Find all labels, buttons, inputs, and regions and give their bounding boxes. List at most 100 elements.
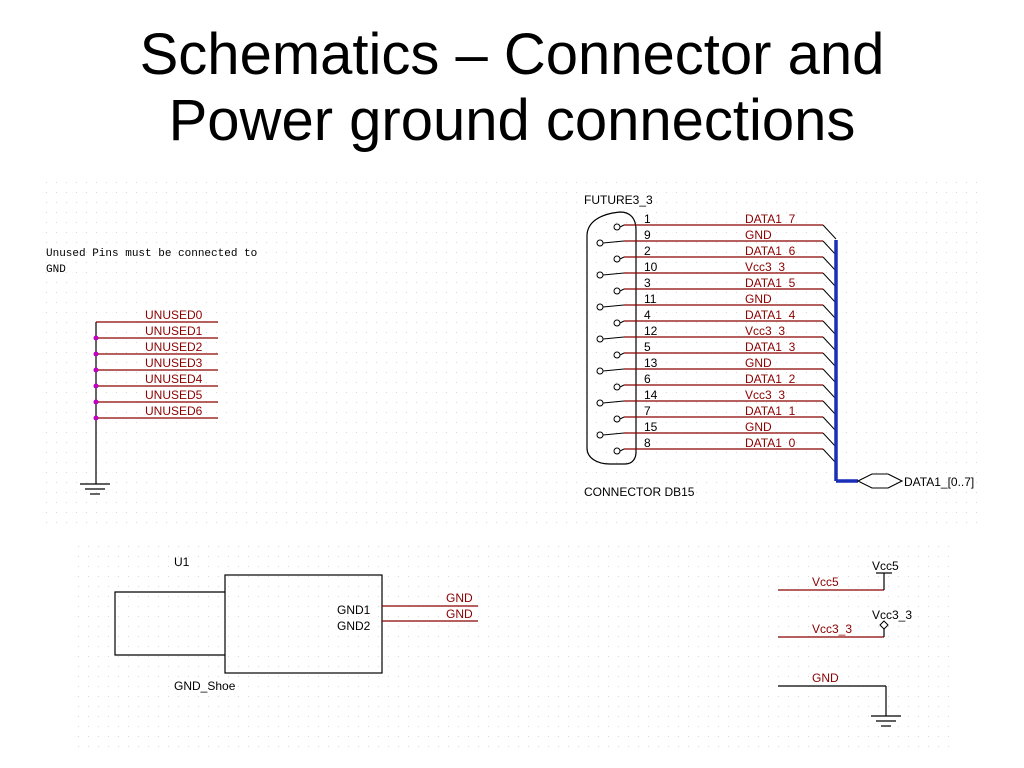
connector-db15-body bbox=[586, 211, 637, 465]
u1-pin-wires bbox=[382, 605, 478, 622]
connector-net-label: Vcc3_3 bbox=[745, 388, 785, 402]
connector-contact-circle bbox=[613, 255, 621, 263]
connector-pin-number: 11 bbox=[644, 292, 657, 306]
net-entry bbox=[822, 368, 837, 384]
connector-net-label: DATA1_3 bbox=[745, 340, 796, 354]
u1-net-gnd1-label: GND bbox=[446, 591, 473, 605]
u1-net-gnd2-label: GND bbox=[446, 607, 473, 621]
slide-title: Schematics – Connector and Power ground … bbox=[0, 22, 1024, 154]
bus-entry bbox=[822, 384, 837, 400]
connector-net-label: GND bbox=[745, 356, 772, 370]
connector-pin-number: 4 bbox=[644, 308, 651, 322]
vcc5-symbol-label: Vcc5 bbox=[872, 559, 899, 573]
connector-contact-circle bbox=[596, 239, 604, 247]
gnd-connection bbox=[778, 685, 887, 716]
u1-refdes: U1 bbox=[174, 555, 190, 569]
connector-pin-number: 5 bbox=[644, 340, 651, 354]
unused-junction-dot bbox=[93, 351, 99, 357]
connector-pin-number: 14 bbox=[644, 388, 658, 402]
unused-net-label: UNUSED4 bbox=[145, 372, 203, 386]
vcc33-net-label: Vcc3_3 bbox=[812, 622, 852, 636]
connector-pin-number: 1 bbox=[644, 212, 651, 226]
unused-net-label: UNUSED2 bbox=[145, 340, 203, 354]
vcc33-symbol-label: Vcc3_3 bbox=[872, 608, 912, 622]
connector-net-label: DATA1_7 bbox=[745, 212, 796, 226]
unused-junction-dot bbox=[93, 335, 99, 341]
connector-contact-lead bbox=[602, 240, 625, 244]
connector-contact-circle bbox=[613, 351, 621, 359]
connector-net-label: DATA1_4 bbox=[745, 308, 796, 322]
connector-contact-circle bbox=[613, 287, 621, 295]
connector-contact-lead bbox=[602, 336, 625, 340]
connector-pin-number: 2 bbox=[644, 244, 651, 258]
unused-junction-dot bbox=[93, 415, 99, 421]
connector-contact-circle bbox=[613, 447, 621, 455]
connector-contact-lead bbox=[602, 272, 625, 276]
connector-pin-number: 8 bbox=[644, 436, 651, 450]
connector-pin-number: 15 bbox=[644, 420, 658, 434]
connector-refdes: FUTURE3_3 bbox=[584, 193, 653, 207]
connector-contact-circle bbox=[596, 335, 604, 343]
note-line-2: GND bbox=[46, 264, 66, 276]
connector-net-label: Vcc3_3 bbox=[745, 260, 785, 274]
bus-entry bbox=[822, 320, 837, 336]
unused-junction-dot bbox=[93, 383, 99, 389]
connector-contact-lead bbox=[619, 320, 625, 324]
vcc5-net-label: Vcc5 bbox=[812, 575, 839, 589]
connector-net-label: DATA1_5 bbox=[745, 276, 796, 290]
connector-pin-number: 6 bbox=[644, 372, 651, 386]
gnd-ground-symbol bbox=[871, 715, 901, 727]
connector-net-label: GND bbox=[745, 420, 772, 434]
unused-net-label: UNUSED0 bbox=[145, 308, 203, 322]
connector-net-label: GND bbox=[745, 228, 772, 242]
unused-junction-dot bbox=[93, 367, 99, 373]
connector-contact-circle bbox=[613, 223, 621, 231]
slide-title-line-2: Power ground connections bbox=[168, 88, 856, 153]
connector-pin-number: 10 bbox=[644, 260, 658, 274]
bus-entry bbox=[822, 448, 837, 464]
connector-contact-circle bbox=[613, 319, 621, 327]
connector-contact-lead bbox=[619, 416, 625, 420]
unused-net-label: UNUSED6 bbox=[145, 404, 203, 418]
bus-port-symbol bbox=[856, 473, 904, 489]
connector-contact-lead bbox=[619, 448, 625, 452]
connector-contact-circle bbox=[596, 271, 604, 279]
connector-net-label: Vcc3_3 bbox=[745, 324, 785, 338]
connector-pin-number: 3 bbox=[644, 276, 651, 290]
bus-entry bbox=[822, 416, 837, 432]
connector-net-label: GND bbox=[745, 292, 772, 306]
connector-contact-lead bbox=[619, 256, 625, 260]
connector-net-label: DATA1_0 bbox=[745, 436, 796, 450]
connector-net-label: DATA1_1 bbox=[745, 404, 796, 418]
connector-contact-lead bbox=[602, 368, 625, 372]
unused-ground-symbol bbox=[80, 483, 110, 495]
bus-entry bbox=[822, 288, 837, 304]
u1-part-name: GND_Shoe bbox=[174, 679, 236, 693]
u1-body bbox=[114, 574, 383, 674]
connector-contact-lead bbox=[619, 384, 625, 388]
bus-port-label: DATA1_[0..7] bbox=[904, 475, 974, 489]
bus-entry bbox=[822, 224, 837, 240]
u1-pin-gnd1-label: GND1 bbox=[337, 603, 371, 617]
unused-junction-dot bbox=[93, 399, 99, 405]
connector-contact-lead bbox=[602, 304, 625, 308]
connector-contact-circle bbox=[596, 367, 604, 375]
connector-contact-lead bbox=[619, 352, 625, 356]
connector-net-label: DATA1_6 bbox=[745, 244, 796, 258]
connector-contact-circle bbox=[613, 415, 621, 423]
connector-contact-lead bbox=[602, 400, 625, 404]
unused-net-label: UNUSED5 bbox=[145, 388, 203, 402]
net-entry bbox=[822, 400, 837, 416]
net-entry bbox=[822, 304, 837, 320]
connector-contact-circle bbox=[613, 383, 621, 391]
connector-pin-number: 7 bbox=[644, 404, 651, 418]
unused-net-label: UNUSED3 bbox=[145, 356, 203, 370]
connector-pin-number: 12 bbox=[644, 324, 658, 338]
net-entry bbox=[822, 432, 837, 448]
grid-dots bbox=[46, 182, 977, 747]
connector-part-name: CONNECTOR DB15 bbox=[584, 485, 695, 499]
unused-pins-group: UNUSED0UNUSED1UNUSED2UNUSED3UNUSED4UNUSE… bbox=[93, 308, 218, 484]
bus-entry bbox=[822, 256, 837, 272]
